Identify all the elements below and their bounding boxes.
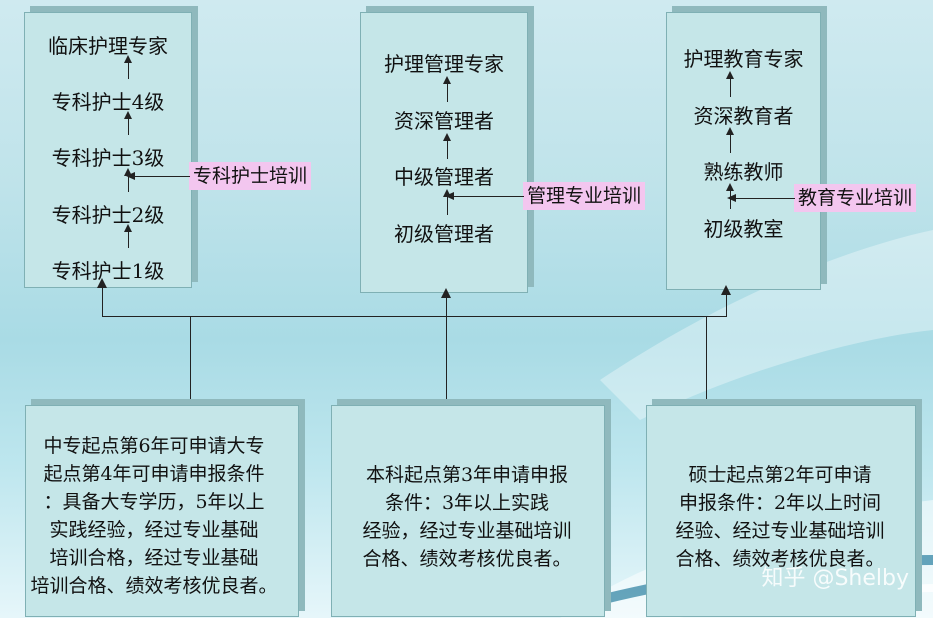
left-arrow-icon xyxy=(445,192,524,200)
requirement-text: 硕士起点第2年可申请 申报条件：2年以上时间 经验、经过专业基础培训 合格、绩效… xyxy=(646,461,914,573)
track-node: 专科护士2级 xyxy=(51,203,165,227)
requirement-text: 本科起点第3年申请申报 条件：3年以上实践 经验，经过专业基础培训 合格、绩效考… xyxy=(331,461,603,573)
track-node: 专科护士1级 xyxy=(51,259,165,283)
requirement-line: 合格、绩效考核优良者。 xyxy=(362,548,572,570)
requirement-line: 经验，经过专业基础培训 xyxy=(362,520,572,542)
up-arrow-icon xyxy=(443,133,451,159)
up-arrow-icon xyxy=(443,76,451,102)
track-node: 护理管理专家 xyxy=(384,52,504,76)
requirement-line: 申报条件：2年以上时间 xyxy=(678,492,882,514)
requirement-line: 实践经验，经过专业基础 xyxy=(49,519,259,541)
watermark: 知乎 @Shelby xyxy=(761,566,909,591)
track-node: 专科护士4级 xyxy=(51,90,165,114)
connector-vertical xyxy=(706,316,707,402)
management-track-box: 护理管理专家 资深管理者 中级管理者 初级管理者 xyxy=(360,12,528,293)
track-node: 熟练教师 xyxy=(703,160,784,184)
requirement-line: 经验、经过专业基础培训 xyxy=(675,520,885,542)
requirement-box xyxy=(25,405,299,617)
up-arrow-icon xyxy=(124,224,132,248)
training-label: 教育专业培训 xyxy=(794,184,917,212)
up-arrow-icon xyxy=(97,278,107,316)
track-node: 临床护理专家 xyxy=(48,34,168,58)
track-node: 初级教室 xyxy=(703,217,784,241)
requirement-line: 本科起点第3年申请申报 xyxy=(365,464,569,486)
requirement-box xyxy=(646,405,916,617)
left-arrow-icon xyxy=(727,194,795,202)
requirement-line: 培训合格、绩效考核优良者。 xyxy=(30,575,278,597)
requirement-line: ：具备大专学历，5年以上 xyxy=(43,491,265,513)
track-node: 资深教育者 xyxy=(693,104,794,128)
track-node: 专科护士3级 xyxy=(51,146,165,170)
up-arrow-icon xyxy=(726,127,734,153)
requirement-line: 条件：3年以上实践 xyxy=(384,492,550,514)
specialist-track-box: 临床护理专家 专科护士4级 专科护士3级 专科护士2级 专科护士1级 xyxy=(24,12,192,288)
education-track-box: 护理教育专家 资深教育者 熟练教师 初级教室 xyxy=(666,12,821,290)
connector-vertical xyxy=(190,316,191,402)
requirement-line: 起点第4年可申请申报条件 xyxy=(43,463,265,485)
requirement-line: 合格、绩效考核优良者。 xyxy=(675,548,885,570)
track-node: 初级管理者 xyxy=(394,222,494,246)
requirement-line: 硕士起点第2年可申请 xyxy=(688,464,872,486)
track-node: 护理教育专家 xyxy=(683,47,804,71)
up-arrow-icon xyxy=(726,71,734,97)
requirement-line: 中专起点第6年可申请大专 xyxy=(43,435,265,457)
training-label: 管理专业培训 xyxy=(523,182,646,210)
track-node: 中级管理者 xyxy=(394,165,494,189)
training-label: 专科护士培训 xyxy=(189,162,312,190)
up-arrow-icon xyxy=(124,55,132,79)
up-arrow-icon xyxy=(124,111,132,135)
requirement-text: 中专起点第6年可申请大专 起点第4年可申请申报条件 ：具备大专学历，5年以上 实… xyxy=(6,432,302,600)
requirement-box xyxy=(331,405,605,617)
connector-vertical xyxy=(446,291,447,402)
requirement-line: 培训合格，经过专业基础 xyxy=(49,547,259,569)
up-arrow-icon xyxy=(721,285,731,316)
left-arrow-icon xyxy=(126,172,190,180)
connector-horizontal xyxy=(102,316,727,317)
track-node: 资深管理者 xyxy=(394,109,494,133)
